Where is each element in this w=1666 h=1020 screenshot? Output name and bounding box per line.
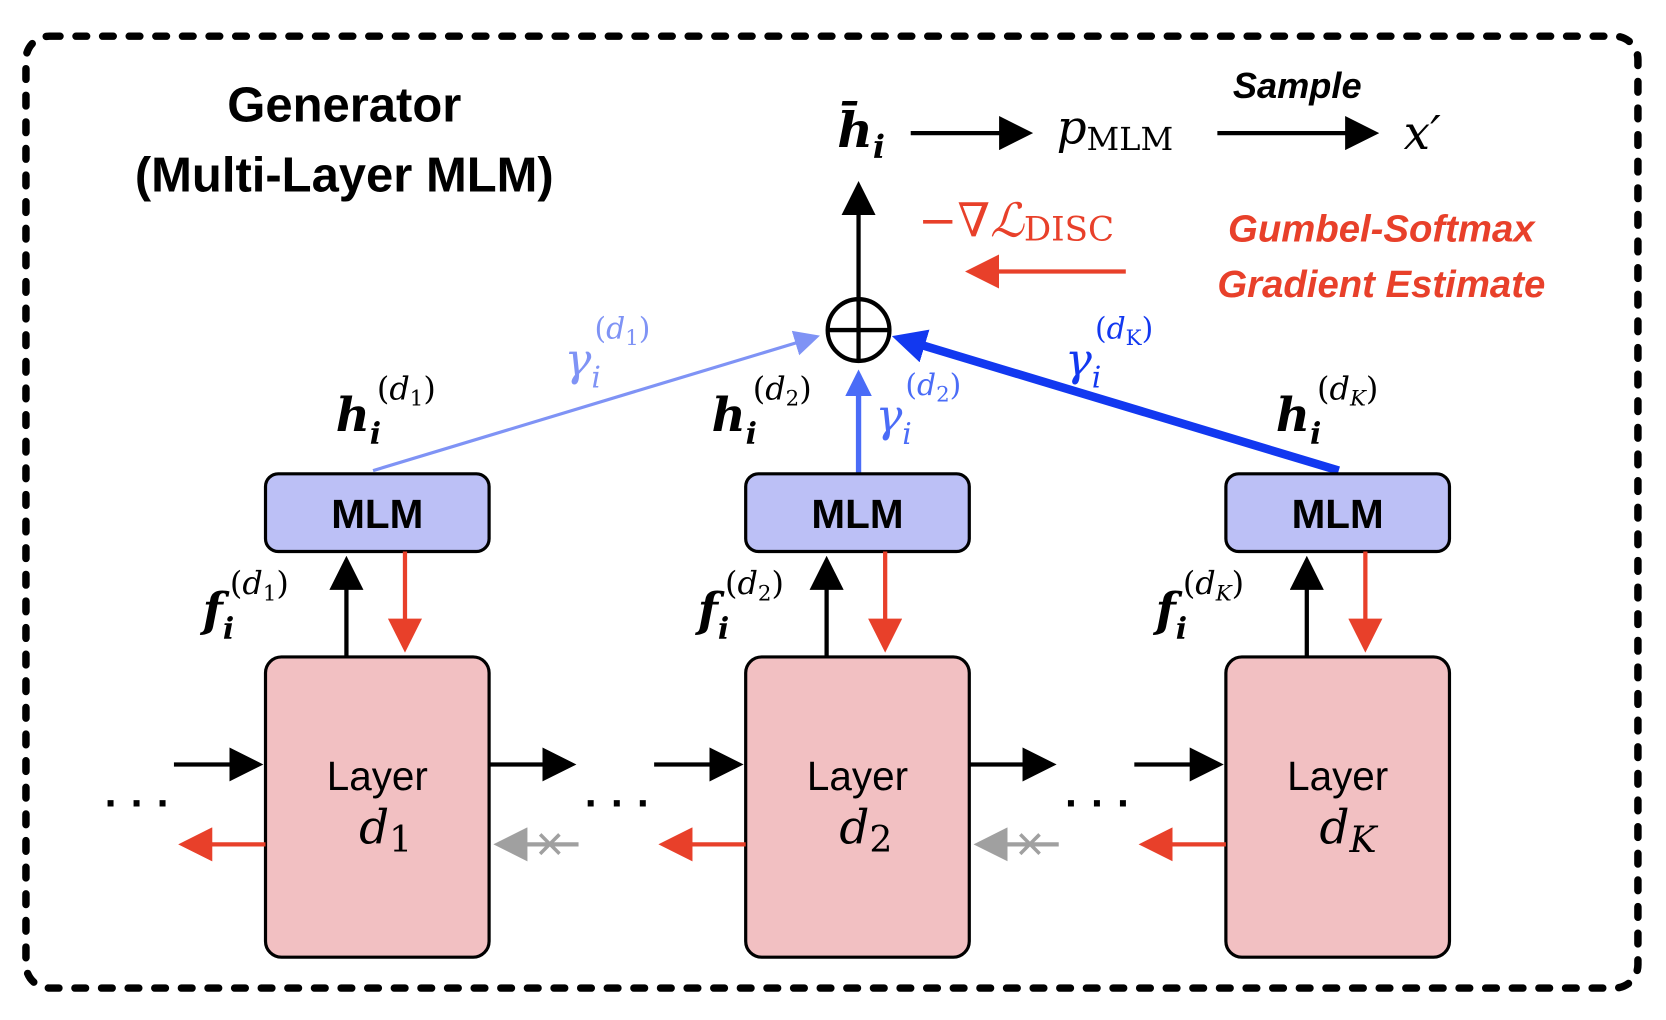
f-label: fi(d2) xyxy=(695,564,784,647)
layer-name: dK xyxy=(1320,801,1379,861)
ellipsis: · · · xyxy=(585,780,651,828)
blocked-x-icon: × xyxy=(535,817,564,871)
ellipsis: · · · xyxy=(105,780,171,828)
h-label: hi(dK) xyxy=(1276,369,1378,452)
f-label: fi(dK) xyxy=(1153,564,1245,647)
layer-label: Layer xyxy=(1287,753,1388,799)
mlm-label: MLM xyxy=(331,491,423,537)
layer-name: d2 xyxy=(839,801,892,861)
layer-name: d1 xyxy=(359,801,412,861)
mlm-box xyxy=(263,472,491,554)
title-line1: Generator xyxy=(227,78,461,132)
gamma-d1-label: γi(d1) xyxy=(565,312,651,396)
h-label: hi(d2) xyxy=(712,369,812,452)
gumbel-label-line2: Gradient Estimate xyxy=(1217,263,1545,306)
gumbel-label-line1: Gumbel-Softmax xyxy=(1228,208,1536,251)
weight-line-dk xyxy=(891,329,1340,475)
gamma-d2-label: γi(d2) xyxy=(876,368,962,452)
layer-box xyxy=(744,655,971,959)
p-mlm-label: pMLM xyxy=(1057,102,1174,158)
ellipsis: · · · xyxy=(1065,780,1131,828)
h-label: hi(d1) xyxy=(336,369,436,452)
mlm-label: MLM xyxy=(1292,491,1384,537)
grad-loss-label: −∇ℒDISC xyxy=(918,194,1114,249)
weight-line-d1 xyxy=(372,330,820,473)
title-line2: (Multi-Layer MLM) xyxy=(135,149,554,203)
generator-border xyxy=(22,32,1642,992)
sample-label: Sample xyxy=(1233,65,1362,106)
mlm-box xyxy=(1224,472,1452,554)
layer-box xyxy=(263,655,491,959)
mlm-box xyxy=(744,472,971,554)
h-bar-label: h̄i xyxy=(837,101,885,166)
blocked-x-icon: × xyxy=(1016,817,1045,871)
mlm-label: MLM xyxy=(811,491,903,537)
x-prime-label: x′ xyxy=(1404,107,1441,161)
layer-box xyxy=(1224,655,1452,959)
f-label: fi(d1) xyxy=(200,564,289,647)
gamma-dk-label: γi(dK) xyxy=(1065,312,1153,396)
layer-label: Layer xyxy=(327,753,428,799)
layer-label: Layer xyxy=(807,753,908,799)
sum-icon xyxy=(825,297,892,364)
